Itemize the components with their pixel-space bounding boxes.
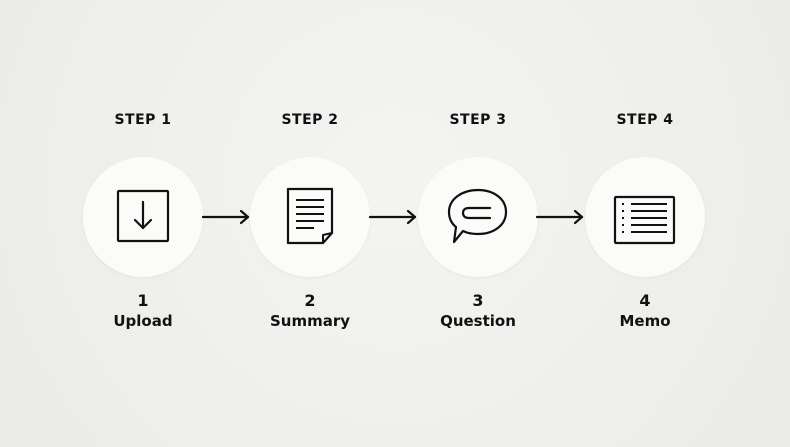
step-circle — [250, 157, 370, 277]
step-header: STEP 1 — [114, 112, 172, 128]
step-header: STEP 4 — [616, 112, 674, 128]
step-label: Memo — [619, 312, 671, 330]
step-1: STEP 1 1 Upload — [63, 0, 223, 447]
step-header: STEP 2 — [281, 112, 339, 128]
step-header: STEP 3 — [449, 112, 507, 128]
chat-bubble-icon — [447, 188, 508, 244]
step-label: Upload — [113, 312, 173, 330]
step-label: Summary — [269, 312, 351, 330]
step-number: 2 — [304, 291, 316, 310]
arrow-right-icon — [369, 209, 417, 225]
step-number: 3 — [472, 291, 484, 310]
step-2: STEP 2 2 Summary — [230, 0, 390, 447]
step-circle — [418, 157, 538, 277]
step-circle — [83, 157, 203, 277]
step-3: STEP 3 3 Question — [398, 0, 558, 447]
memo-icon — [613, 195, 676, 245]
document-icon — [286, 187, 334, 245]
upload-icon — [116, 189, 170, 243]
step-number: 1 — [137, 291, 149, 310]
step-number: 4 — [639, 291, 651, 310]
arrow-right-icon — [536, 209, 584, 225]
step-4: STEP 4 4 Memo — [565, 0, 725, 447]
step-label: Question — [440, 312, 516, 330]
step-circle — [585, 157, 705, 277]
arrow-right-icon — [202, 209, 250, 225]
